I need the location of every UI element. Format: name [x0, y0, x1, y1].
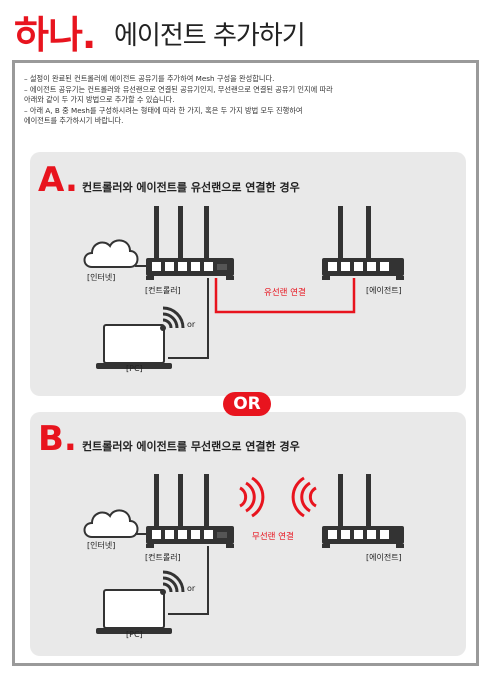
internet-cloud-icon	[83, 509, 139, 538]
agent-router-icon	[322, 474, 404, 548]
title-text: 에이전트 추가하기	[114, 21, 306, 51]
pc-label: [PC]	[126, 630, 143, 639]
wireless-signal-right-icon	[291, 476, 317, 518]
or-label: or	[187, 320, 196, 329]
wifi-icon	[158, 570, 185, 597]
wired-link-label: 유선랜 연결	[264, 288, 306, 298]
note-line: 아래와 같이 두 가지 방법으로 추가할 수 있습니다.	[24, 95, 175, 104]
wireless-signal-left-icon	[239, 476, 265, 518]
pc-laptop-icon	[95, 589, 173, 635]
internet-label: [인터넷]	[87, 273, 116, 282]
agent-label: [에이전트]	[366, 286, 402, 295]
note-line: – 아래 A, B 중 Mesh를 구성하시려는 형태에 따라 한 가지, 혹은…	[24, 105, 303, 115]
internet-cloud-icon	[83, 239, 139, 268]
wireless-link-label: 무선랜 연결	[252, 532, 294, 542]
or-badge: OR	[223, 392, 271, 416]
section-a-letter: A.	[38, 160, 78, 200]
agent-label: [에이전트]	[366, 553, 402, 562]
wired-link-line	[214, 278, 356, 314]
wifi-icon	[158, 306, 185, 333]
or-label: or	[187, 584, 196, 593]
note-line: – 에이전트 공유기는 컨트롤러와 유선랜으로 연결된 공유기인지, 무선랜으로…	[24, 84, 333, 94]
controller-router-icon	[146, 206, 234, 280]
note-line: – 설정이 완료된 컨트롤러에 에이전트 공유기를 추가하여 Mesh 구성을 …	[24, 74, 275, 83]
section-b-diagram	[83, 474, 404, 635]
controller-label: [컨트롤러]	[145, 286, 181, 295]
controller-router-icon	[146, 474, 234, 548]
section-b-heading: 컨트롤러와 에이전트를 무선랜으로 연결한 경우	[82, 440, 300, 453]
controller-label: [컨트롤러]	[145, 553, 181, 562]
section-a-heading: 컨트롤러와 에이전트를 유선랜으로 연결한 경우	[82, 181, 300, 194]
section-a-diagram	[83, 206, 404, 370]
agent-router-icon	[322, 206, 404, 280]
internet-label: [인터넷]	[87, 541, 116, 550]
pc-laptop-icon	[95, 324, 173, 370]
title-number: 하나.	[14, 13, 96, 57]
pc-label: [PC]	[126, 364, 143, 373]
instruction-notes: – 설정이 완료된 컨트롤러에 에이전트 공유기를 추가하여 Mesh 구성을 …	[24, 74, 472, 127]
note-line: 에이전트를 추가하시기 바랍니다.	[24, 116, 124, 125]
section-b-letter: B.	[38, 419, 77, 459]
